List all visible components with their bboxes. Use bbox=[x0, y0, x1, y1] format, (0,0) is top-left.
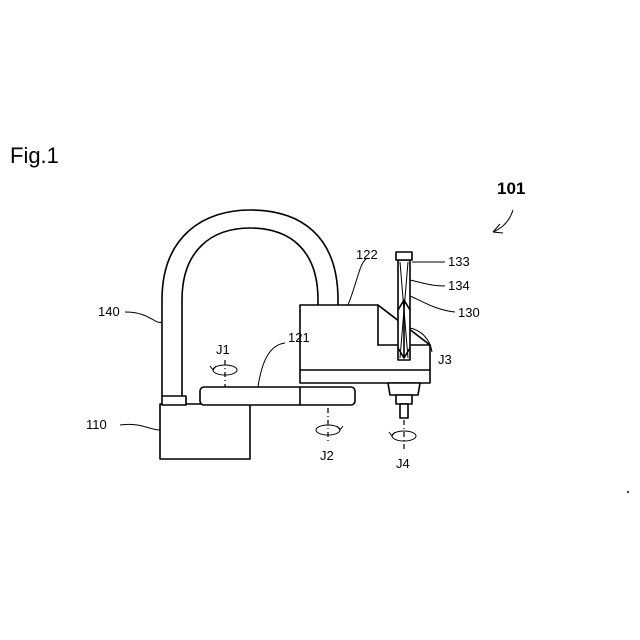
base-connector bbox=[162, 396, 186, 405]
end-effector bbox=[388, 383, 420, 418]
label-j2: J2 bbox=[320, 448, 334, 463]
base bbox=[160, 404, 250, 459]
leader-base bbox=[120, 424, 160, 430]
leader-first-arm bbox=[258, 343, 285, 387]
main-reference-label: 101 bbox=[497, 179, 525, 198]
label-second-arm: 122 bbox=[356, 247, 378, 262]
label-cable-duct: 140 bbox=[98, 304, 120, 319]
leader-second-arm bbox=[348, 258, 368, 305]
leader-shaft-body bbox=[410, 280, 445, 286]
label-shaft-body: 134 bbox=[448, 278, 470, 293]
leader-cable-duct bbox=[125, 312, 162, 322]
j2-rotation-icon bbox=[316, 408, 343, 444]
label-shaft: 130 bbox=[458, 305, 480, 320]
label-first-arm: 121 bbox=[288, 330, 310, 345]
j1-rotation-icon bbox=[210, 360, 237, 387]
label-j3: J3 bbox=[438, 352, 452, 367]
label-shaft-top: 133 bbox=[448, 254, 470, 269]
label-j4: J4 bbox=[396, 456, 410, 471]
label-base: 110 bbox=[86, 417, 107, 432]
label-j1: J1 bbox=[216, 342, 230, 357]
leader-shaft bbox=[410, 296, 455, 312]
j4-rotation-icon bbox=[389, 420, 416, 452]
margin-dot bbox=[627, 491, 629, 493]
shaft-top-cap bbox=[396, 252, 412, 260]
first-arm bbox=[200, 387, 355, 405]
figure-title: Fig.1 bbox=[10, 143, 59, 168]
main-reference-arrow bbox=[493, 210, 513, 233]
